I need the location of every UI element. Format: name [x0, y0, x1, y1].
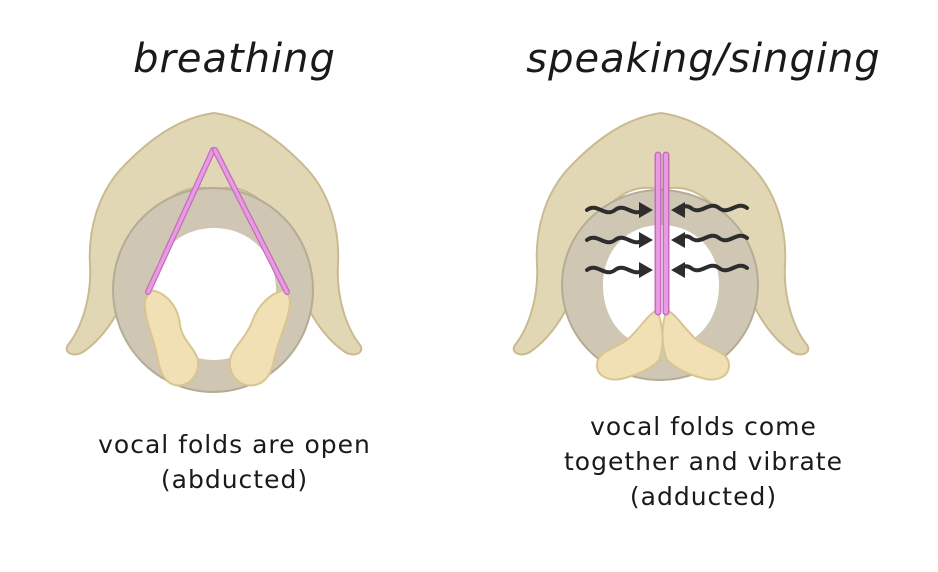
right-arytenoid	[661, 308, 731, 381]
arrowhead	[639, 202, 653, 218]
arrowhead	[639, 232, 653, 248]
left-arytenoid	[143, 288, 200, 387]
open-larynx-illustration	[65, 111, 363, 393]
caption-line: together and vibrate	[564, 447, 843, 476]
closed-larynx-illustration	[512, 111, 810, 381]
caption-line: (abducted)	[160, 465, 309, 494]
speaking-title: speaking/singing	[526, 36, 881, 82]
wavy-arrow-left	[585, 265, 645, 275]
speaking-panel: speaking/singing	[469, 0, 938, 572]
breathing-caption: vocal folds are open (abducted)	[0, 427, 469, 497]
breathing-title: breathing	[133, 36, 336, 82]
wavy-arrow-left	[585, 235, 645, 245]
wavy-arrow-left	[585, 205, 645, 215]
vibration-arrows	[585, 202, 749, 278]
right-arytenoid	[228, 288, 292, 387]
arrowhead	[671, 202, 685, 218]
caption-line: vocal folds come	[590, 412, 817, 441]
speaking-caption: vocal folds come together and vibrate (a…	[469, 409, 938, 514]
left-arytenoid	[595, 308, 664, 381]
arrowhead	[671, 232, 685, 248]
caption-line: vocal folds are open	[98, 430, 371, 459]
glottis-opening	[152, 228, 276, 360]
arrowhead	[671, 262, 685, 278]
breathing-panel: breathing vocal folds are open (abducted…	[0, 36, 469, 497]
caption-line: (adducted)	[629, 482, 778, 511]
arrowhead	[639, 262, 653, 278]
